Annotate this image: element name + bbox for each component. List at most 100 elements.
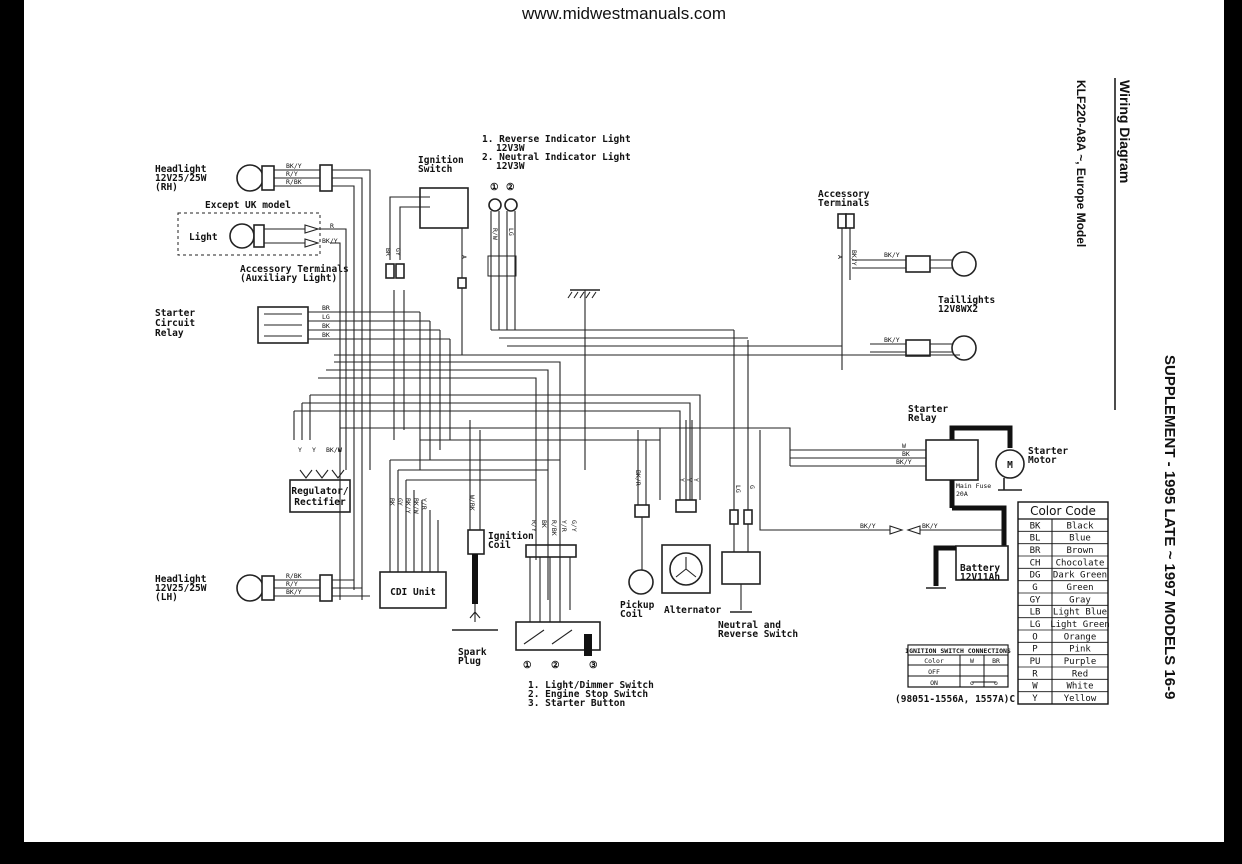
color-code-name: Blue (1069, 534, 1091, 544)
svg-text:①: ① (490, 182, 499, 193)
svg-text:W: W (902, 442, 906, 450)
indicator-lights: 1. Reverse Indicator Light 12V3W 2. Neut… (482, 134, 631, 330)
color-code-name: Purple (1064, 657, 1097, 667)
svg-text:BK: BK (902, 450, 910, 458)
headlight-rh-label-1: Headlight (155, 164, 206, 175)
svg-text:1. Light/Dimmer Switch: 1. Light/Dimmer Switch (528, 680, 654, 691)
starter-circuit-relay: Starter Circuit Relay BR LG BK BK (155, 304, 450, 344)
svg-text:LG: LG (507, 228, 515, 236)
svg-text:Neutral and: Neutral and (718, 620, 781, 631)
svg-text:LG: LG (734, 485, 742, 493)
svg-text:BK/Y: BK/Y (286, 588, 302, 596)
svg-text:③: ③ (589, 660, 598, 671)
color-code-name: White (1066, 682, 1093, 692)
svg-text:Ignition: Ignition (418, 155, 464, 166)
color-code-name: Black (1066, 521, 1094, 531)
bottom-border (0, 842, 1242, 864)
headlight-rh-label-3: (RH) (155, 182, 178, 193)
color-code-name: Brown (1066, 546, 1093, 556)
svg-text:2. Engine Stop Switch: 2. Engine Stop Switch (528, 689, 648, 700)
svg-text:R/Y: R/Y (286, 170, 298, 178)
starter-relay-group: Starter Relay W BK BK/Y M Starter Motor … (759, 404, 1068, 589)
svg-text:BR: BR (384, 248, 392, 256)
svg-text:Y: Y (312, 446, 316, 454)
svg-text:Terminals: Terminals (818, 198, 869, 209)
svg-text:Y: Y (678, 478, 686, 482)
svg-text:BK/Y: BK/Y (322, 237, 338, 245)
pickup-coil: Pickup Coil BK/R (620, 430, 655, 620)
svg-text:Y/R: Y/R (420, 498, 428, 510)
starter-relay-icon (925, 439, 979, 481)
svg-text:o: o (970, 679, 974, 687)
svg-text:BR: BR (322, 304, 330, 312)
svg-text:CDI Unit: CDI Unit (390, 587, 436, 598)
color-code-name: Chocolate (1056, 558, 1105, 568)
svg-text:Regulator/: Regulator/ (291, 486, 348, 497)
svg-text:A: A (836, 255, 844, 259)
svg-text:3. Starter Button: 3. Starter Button (528, 698, 625, 709)
color-code-name: Pink (1069, 645, 1091, 655)
svg-text:G/Y: G/Y (570, 520, 578, 532)
color-code-name: Yellow (1064, 694, 1097, 704)
color-code-abbr: P (1032, 645, 1038, 655)
svg-text:BK/Y: BK/Y (922, 522, 938, 530)
svg-text:Main Fuse: Main Fuse (956, 482, 991, 490)
svg-text:12V3W: 12V3W (496, 143, 525, 154)
headlight-rh-label-2: 12V25/25W (155, 173, 207, 184)
svg-text:Y/R: Y/R (560, 520, 568, 532)
svg-text:R/Y: R/Y (286, 580, 298, 588)
pickup-coil-icon (628, 569, 654, 595)
svg-text:BK: BK (388, 498, 396, 506)
svg-text:Starter: Starter (908, 404, 948, 415)
color-code-abbr: DG (1030, 571, 1041, 581)
svg-text:BK/Y: BK/Y (860, 522, 876, 530)
handlebar-switches: ① ② ③ 1. Light/Dimmer Switch 2. Engine S… (515, 520, 654, 709)
reverse-indicator-icon (488, 198, 502, 212)
svg-text:12V8WX2: 12V8WX2 (938, 304, 978, 315)
svg-text:Ignition: Ignition (488, 531, 534, 542)
svg-text:BK: BK (540, 520, 548, 528)
neutral-indicator-icon (504, 198, 518, 212)
svg-text:G: G (748, 485, 756, 489)
svg-text:Plug: Plug (458, 656, 481, 667)
svg-text:②: ② (551, 660, 560, 671)
color-code-abbr: W (1032, 682, 1038, 692)
model-title: KLF220-A8A ~, Europe Model (1074, 80, 1088, 247)
ignition-switch: Ignition Switch BR GY A (384, 155, 469, 355)
taillight-lower-icon (951, 335, 977, 361)
color-code-abbr: GY (1030, 595, 1041, 605)
light-label: Light (189, 232, 218, 243)
color-code-name: Light Green (1050, 620, 1110, 630)
color-code-abbr: G (1032, 583, 1037, 593)
color-code-abbr: LB (1030, 608, 1041, 618)
svg-text:Pickup: Pickup (620, 600, 655, 611)
svg-text:Y: Y (685, 478, 693, 482)
svg-text:Motor: Motor (1028, 455, 1057, 466)
svg-text:Headlight: Headlight (155, 574, 206, 585)
svg-text:Battery: Battery (960, 563, 1000, 574)
color-code-title: Color Code (1030, 504, 1096, 518)
svg-text:R/BK: R/BK (286, 572, 302, 580)
svg-text:BK/W: BK/W (412, 498, 420, 514)
svg-text:BK/W: BK/W (326, 446, 342, 454)
taillight-upper-icon (951, 251, 977, 277)
color-code-abbr: CH (1030, 558, 1041, 568)
aux-light-icon (229, 223, 255, 249)
svg-text:BK/Y: BK/Y (884, 251, 900, 259)
headlight-rh-icon (236, 164, 264, 192)
svg-text:OFF: OFF (928, 668, 940, 676)
color-code-abbr: Y (1032, 694, 1038, 704)
ignition-switch-connections-table: IGNITION SWITCH CONNECTIONS Color W BR O… (895, 644, 1015, 705)
ground-top (567, 289, 600, 470)
svg-text:A: A (460, 255, 468, 259)
svg-text:Starter: Starter (1028, 446, 1068, 457)
svg-text:12V11Ah: 12V11Ah (960, 572, 1000, 583)
acc-aux-label-1: Accessory Terminals (240, 264, 349, 275)
color-code-abbr: O (1032, 632, 1037, 642)
svg-text:BK/Y: BK/Y (850, 250, 858, 266)
svg-text:Circuit: Circuit (155, 318, 195, 329)
color-code-abbr: BR (1030, 546, 1041, 556)
color-code-abbr: R (1032, 669, 1038, 679)
svg-text:Relay: Relay (908, 413, 937, 424)
